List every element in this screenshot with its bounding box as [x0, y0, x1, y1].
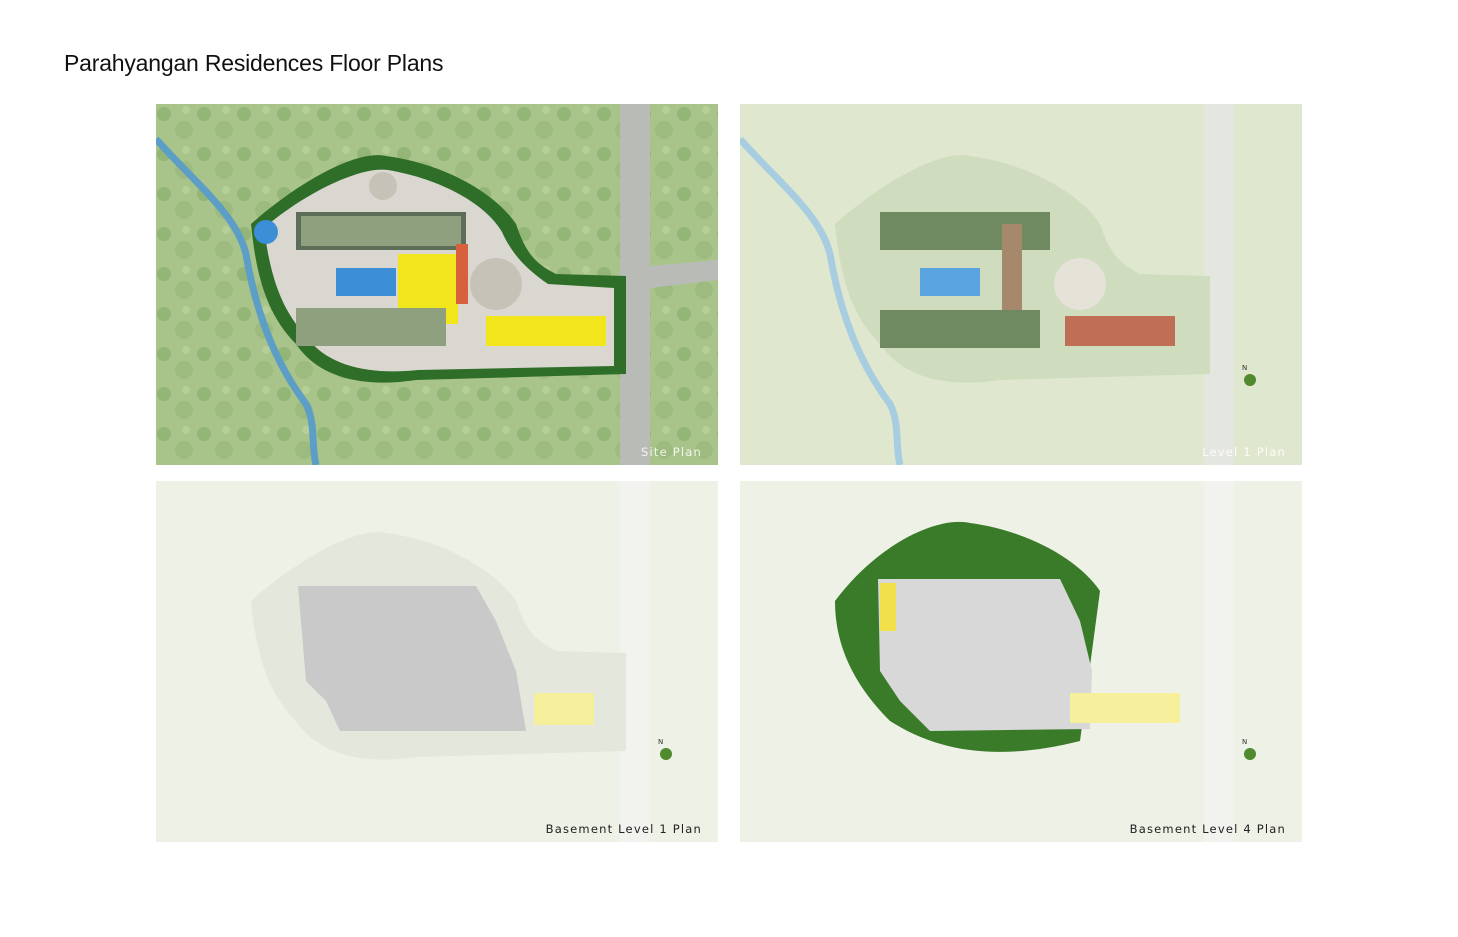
basement-level-4-plan-panel[interactable]: N Basement Level 4 Plan [740, 481, 1302, 842]
level-1-plan-panel[interactable]: N Level 1 Plan [740, 104, 1302, 465]
basement-level-1-plan-drawing [156, 481, 718, 842]
svg-text:N: N [1242, 364, 1247, 372]
north-arrow-icon: N [1240, 736, 1260, 764]
basement-level-4-plan-drawing [740, 481, 1302, 842]
svg-text:N: N [1242, 738, 1247, 746]
basement-level-1-plan-panel[interactable]: N Basement Level 1 Plan [156, 481, 718, 842]
site-plan-drawing [156, 104, 718, 465]
panel-caption: Basement Level 1 Plan [545, 822, 702, 836]
svg-text:N: N [658, 738, 663, 746]
panel-caption: Level 1 Plan [1202, 445, 1286, 459]
north-arrow-icon: N [656, 736, 676, 764]
north-arrow-icon: N [1240, 362, 1260, 390]
panel-caption: Basement Level 4 Plan [1129, 822, 1286, 836]
level-1-plan-drawing [740, 104, 1302, 465]
panel-caption: Site Plan [640, 445, 702, 459]
site-plan-panel[interactable]: Site Plan [156, 104, 718, 465]
page-title: Parahyangan Residences Floor Plans [64, 50, 444, 76]
